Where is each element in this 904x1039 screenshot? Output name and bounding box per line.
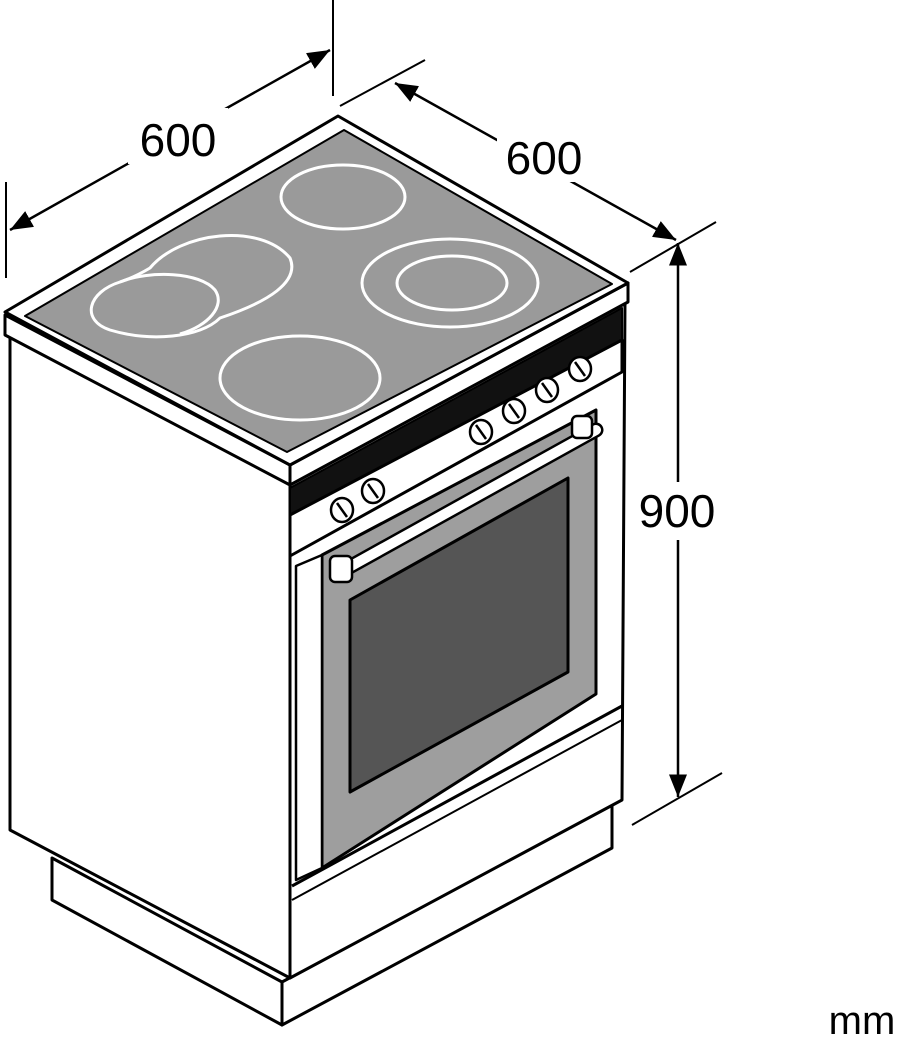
cooking-zone-left-inner	[119, 273, 220, 336]
oven-door-handle	[328, 414, 604, 584]
cooking-zone-front	[218, 334, 382, 422]
cooking-zone-left-extended	[89, 233, 294, 339]
unit-label: mm	[829, 999, 896, 1039]
drawer-line	[291, 704, 623, 888]
cooking-zone-right-inner	[395, 254, 509, 312]
knob-4	[501, 397, 527, 425]
drawer-line-2	[291, 719, 623, 901]
control-knobs	[329, 355, 593, 524]
oven-window	[348, 476, 570, 794]
height-extension-bottom	[631, 772, 723, 826]
knob-3	[468, 418, 494, 446]
depth-dimension-label: 600	[506, 132, 583, 184]
depth-extension-right	[629, 221, 717, 273]
knob-1	[329, 496, 355, 524]
oven-door-edge	[294, 553, 324, 882]
knob-2	[360, 477, 386, 505]
depth-extension-left	[339, 59, 426, 107]
knob-6	[567, 355, 593, 383]
knob-5	[534, 376, 560, 404]
width-dimension-label: 600	[140, 114, 217, 166]
cooker-illustration	[3, 114, 630, 1027]
height-dimension-label: 900	[639, 485, 716, 537]
